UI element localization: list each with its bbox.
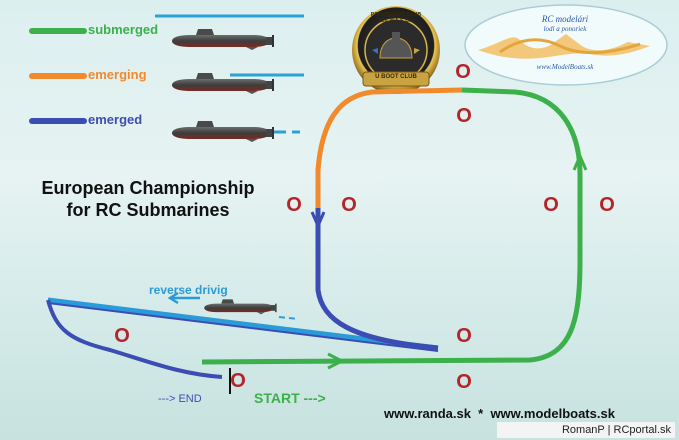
buoy: O <box>114 325 130 347</box>
buoys: O O O O O O O O O O <box>114 61 615 393</box>
arrow-up-icon <box>572 152 588 171</box>
reverse-driving-label: reverse drivig <box>149 283 228 297</box>
start-label: START ---> <box>254 390 326 406</box>
path-submerged <box>201 87 583 365</box>
modelari-logo <box>464 4 668 86</box>
legend-label-emerging: emerging <box>88 67 147 82</box>
club-logo <box>352 6 440 94</box>
title-line-2: for RC Submarines <box>66 200 230 220</box>
submarine-reverse-icon <box>203 298 277 315</box>
footer-credit: RomanP | RCportal.sk <box>497 422 675 438</box>
buoy: O <box>230 370 246 392</box>
modelari-subtitle: lodí a ponoriek <box>543 25 587 33</box>
club-logo-ring-text: PONORKOVÝ KLUB ŽILINA S.C. <box>370 12 422 24</box>
course <box>46 87 588 394</box>
modelari-url: www.ModelBoats.sk <box>536 63 594 71</box>
buoy: O <box>599 194 615 216</box>
logo-ribbon <box>362 71 430 87</box>
end-label: ---> END <box>158 393 202 405</box>
path-emerging <box>315 87 463 208</box>
buoy: O <box>341 194 357 216</box>
club-logo-ribbon-text: U BOOT CLUB <box>375 74 417 80</box>
buoy: O <box>456 371 472 393</box>
page-title: European Championship for RC Submarines <box>0 177 296 221</box>
legend <box>29 14 304 142</box>
path-emerged-left <box>315 208 439 351</box>
buoy: O <box>286 194 302 216</box>
modelari-title: RC modelári <box>541 14 589 24</box>
buoy: O <box>456 105 472 127</box>
title-line-1: European Championship <box>41 178 255 198</box>
arrow-right-icon <box>327 352 346 370</box>
buoy: O <box>543 194 559 216</box>
buoy: O <box>456 325 472 347</box>
arrow-down-icon <box>310 211 326 230</box>
footer-websites: www.randa.sk * www.modelboats.sk <box>384 406 615 421</box>
submarine-submerged-icon <box>170 28 275 50</box>
legend-label-emerged: emerged <box>88 112 143 127</box>
legend-label-submerged: submerged <box>88 22 159 37</box>
reverse-lane <box>47 297 439 351</box>
buoy: O <box>455 61 471 83</box>
submarine-emerged-icon <box>170 120 275 142</box>
return-path-emerged <box>46 299 223 379</box>
reverse-arrow-icon <box>167 291 200 305</box>
